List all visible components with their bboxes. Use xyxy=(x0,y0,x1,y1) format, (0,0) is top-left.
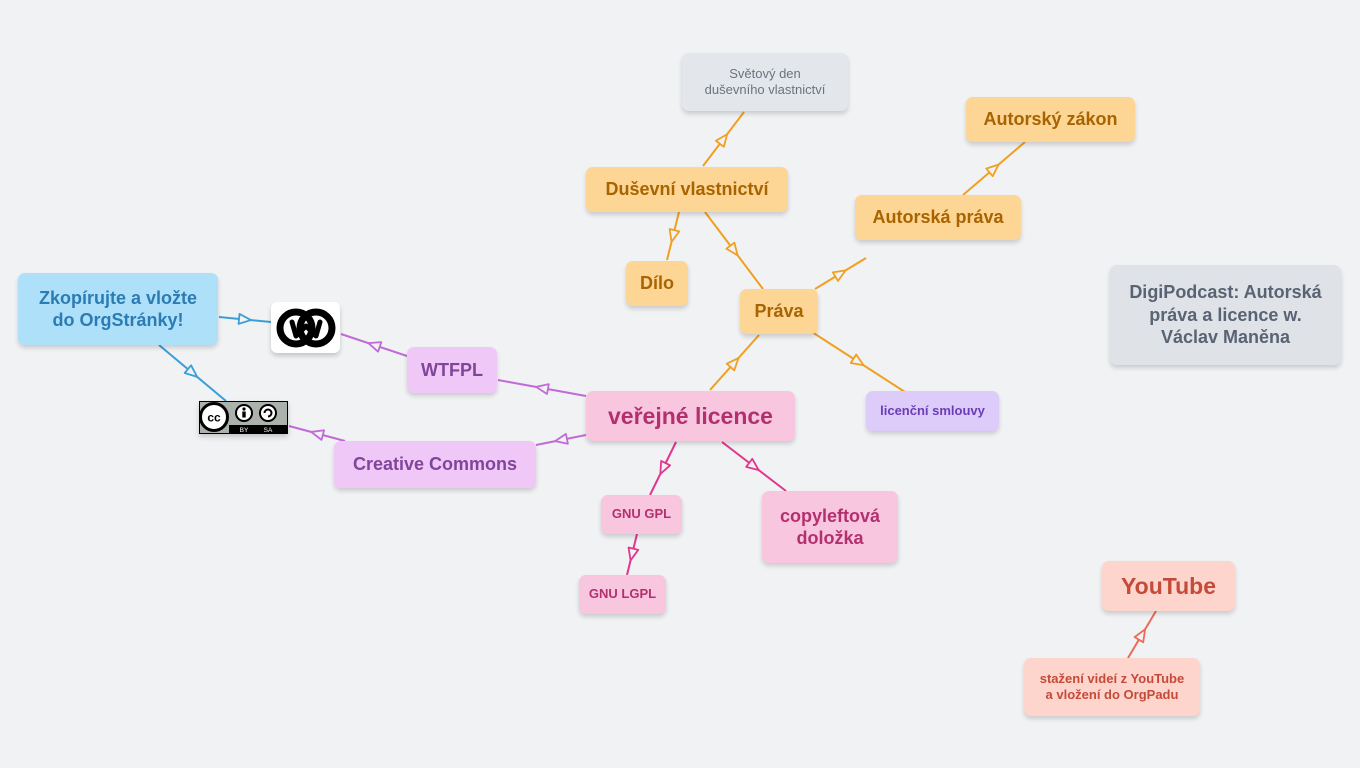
cc-by-label: BY xyxy=(240,427,249,434)
link-stazeni-to-youtube xyxy=(1127,610,1157,659)
cc-by-sa-badge-icon[interactable]: cc BY SA xyxy=(199,401,288,434)
node-world-ip-day[interactable]: Světový den duševního vlastnictví xyxy=(682,53,848,111)
link-verejne-to-cc xyxy=(535,433,587,446)
wtfpl-logo-icon[interactable] xyxy=(271,302,340,353)
node-gnu-lgpl[interactable]: GNU LGPL xyxy=(579,575,666,614)
wtfpl-logo-graphic xyxy=(276,308,335,347)
link-cc-to-badge xyxy=(288,425,346,442)
node-autorska-prava[interactable]: Autorská práva xyxy=(855,195,1021,240)
node-dusevni-vlastnictvi[interactable]: Duševní vlastnictví xyxy=(586,167,788,212)
cc-sa-label: SA xyxy=(264,427,273,434)
node-copyleftova-dolozka[interactable]: copyleftová doložka xyxy=(762,491,898,563)
link-verejne-to-gpl xyxy=(649,441,677,496)
node-stazeni-videi[interactable]: stažení videí z YouTube a vložení do Org… xyxy=(1024,658,1200,716)
node-gnu-gpl[interactable]: GNU GPL xyxy=(601,495,682,534)
node-verejne-licence[interactable]: veřejné licence xyxy=(586,391,795,441)
link-dusevni-to-worldday xyxy=(702,111,745,167)
node-wtfpl[interactable]: WTFPL xyxy=(407,347,497,393)
link-prava-to-smlouvy xyxy=(811,331,906,393)
node-creative-commons[interactable]: Creative Commons xyxy=(334,441,536,488)
svg-text:cc: cc xyxy=(207,411,221,425)
node-digipodcast[interactable]: DigiPodcast: Autorská práva a licence w.… xyxy=(1110,265,1341,365)
cc-by-sa-badge-graphic: cc BY SA xyxy=(199,401,288,434)
link-dusevni-to-prava xyxy=(704,211,764,290)
link-verejne-to-copyleft xyxy=(721,441,787,492)
link-dusevni-to-dilo xyxy=(666,211,681,261)
link-verejne-to-wtfpl xyxy=(497,379,587,397)
link-prava-to-autprava xyxy=(814,257,867,290)
node-licencni-smlouvy[interactable]: licenční smlouvy xyxy=(866,391,999,431)
node-dilo[interactable]: Dílo xyxy=(626,261,688,306)
link-autprava-to-zakon xyxy=(962,141,1026,196)
link-zkopir-to-cc-badge xyxy=(158,344,227,402)
node-prava[interactable]: Práva xyxy=(740,289,818,334)
node-zkopirujte[interactable]: Zkopírujte a vložte do OrgStránky! xyxy=(18,273,218,345)
link-gpl-to-lgpl xyxy=(626,533,640,576)
link-verejne-to-prava xyxy=(709,334,760,391)
node-autorsky-zakon[interactable]: Autorský zákon xyxy=(966,97,1135,142)
link-zkopir-to-wtfpl-logo xyxy=(218,313,272,325)
node-youtube[interactable]: YouTube xyxy=(1102,561,1235,611)
link-wtfpl-to-logo xyxy=(340,333,408,357)
